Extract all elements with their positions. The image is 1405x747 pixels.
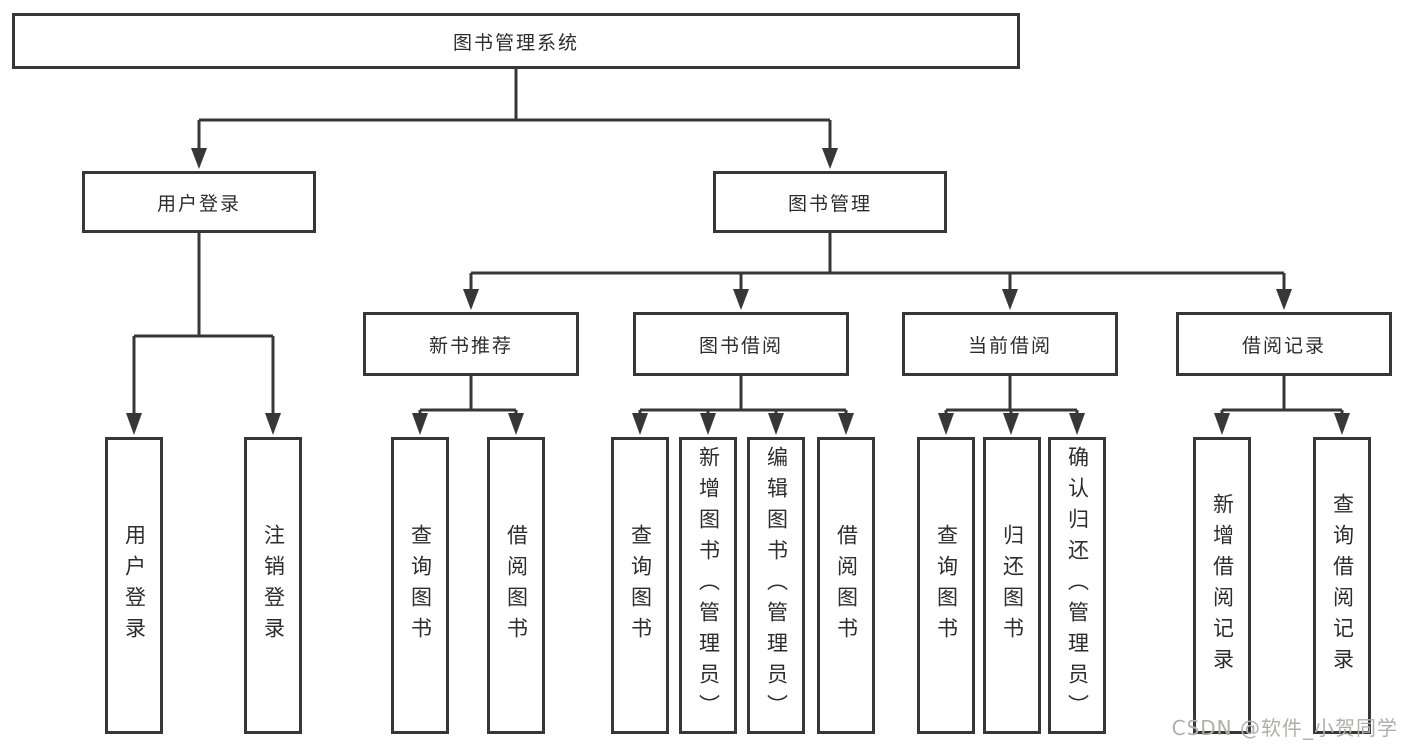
leaf-borrow-books-2: 借阅图书 (817, 437, 875, 734)
leaf-logout: 注销登录 (244, 437, 302, 734)
node-user-login: 用户登录 (82, 171, 316, 233)
leaf-return-book: 归还图书 (983, 437, 1041, 734)
leaf-confirm-return-admin: 确认归还（管理员） (1048, 437, 1106, 734)
leaf-edit-book-admin: 编辑图书（管理员） (747, 437, 805, 734)
node-book-borrow: 图书借阅 (633, 312, 849, 376)
node-current-borrow: 当前借阅 (902, 312, 1118, 376)
leaf-query-books-borrow: 查询图书 (611, 437, 669, 734)
leaf-query-borrow-record: 查询借阅记录 (1313, 437, 1371, 734)
leaf-user-login: 用户登录 (105, 437, 163, 734)
csdn-watermark: CSDN @软件_小贺同学 (1171, 716, 1398, 740)
leaf-add-book-admin: 新增图书（管理员） (679, 437, 737, 734)
leaf-borrow-books-recommend: 借阅图书 (487, 437, 545, 734)
node-borrow-records: 借阅记录 (1176, 312, 1392, 376)
leaf-query-books-current: 查询图书 (917, 437, 975, 734)
leaf-query-books-recommend: 查询图书 (391, 437, 449, 734)
leaf-add-borrow-record: 新增借阅记录 (1193, 437, 1251, 734)
node-new-book-recommend: 新书推荐 (363, 312, 579, 376)
node-book-management: 图书管理 (713, 171, 947, 233)
node-root-system: 图书管理系统 (12, 13, 1020, 69)
